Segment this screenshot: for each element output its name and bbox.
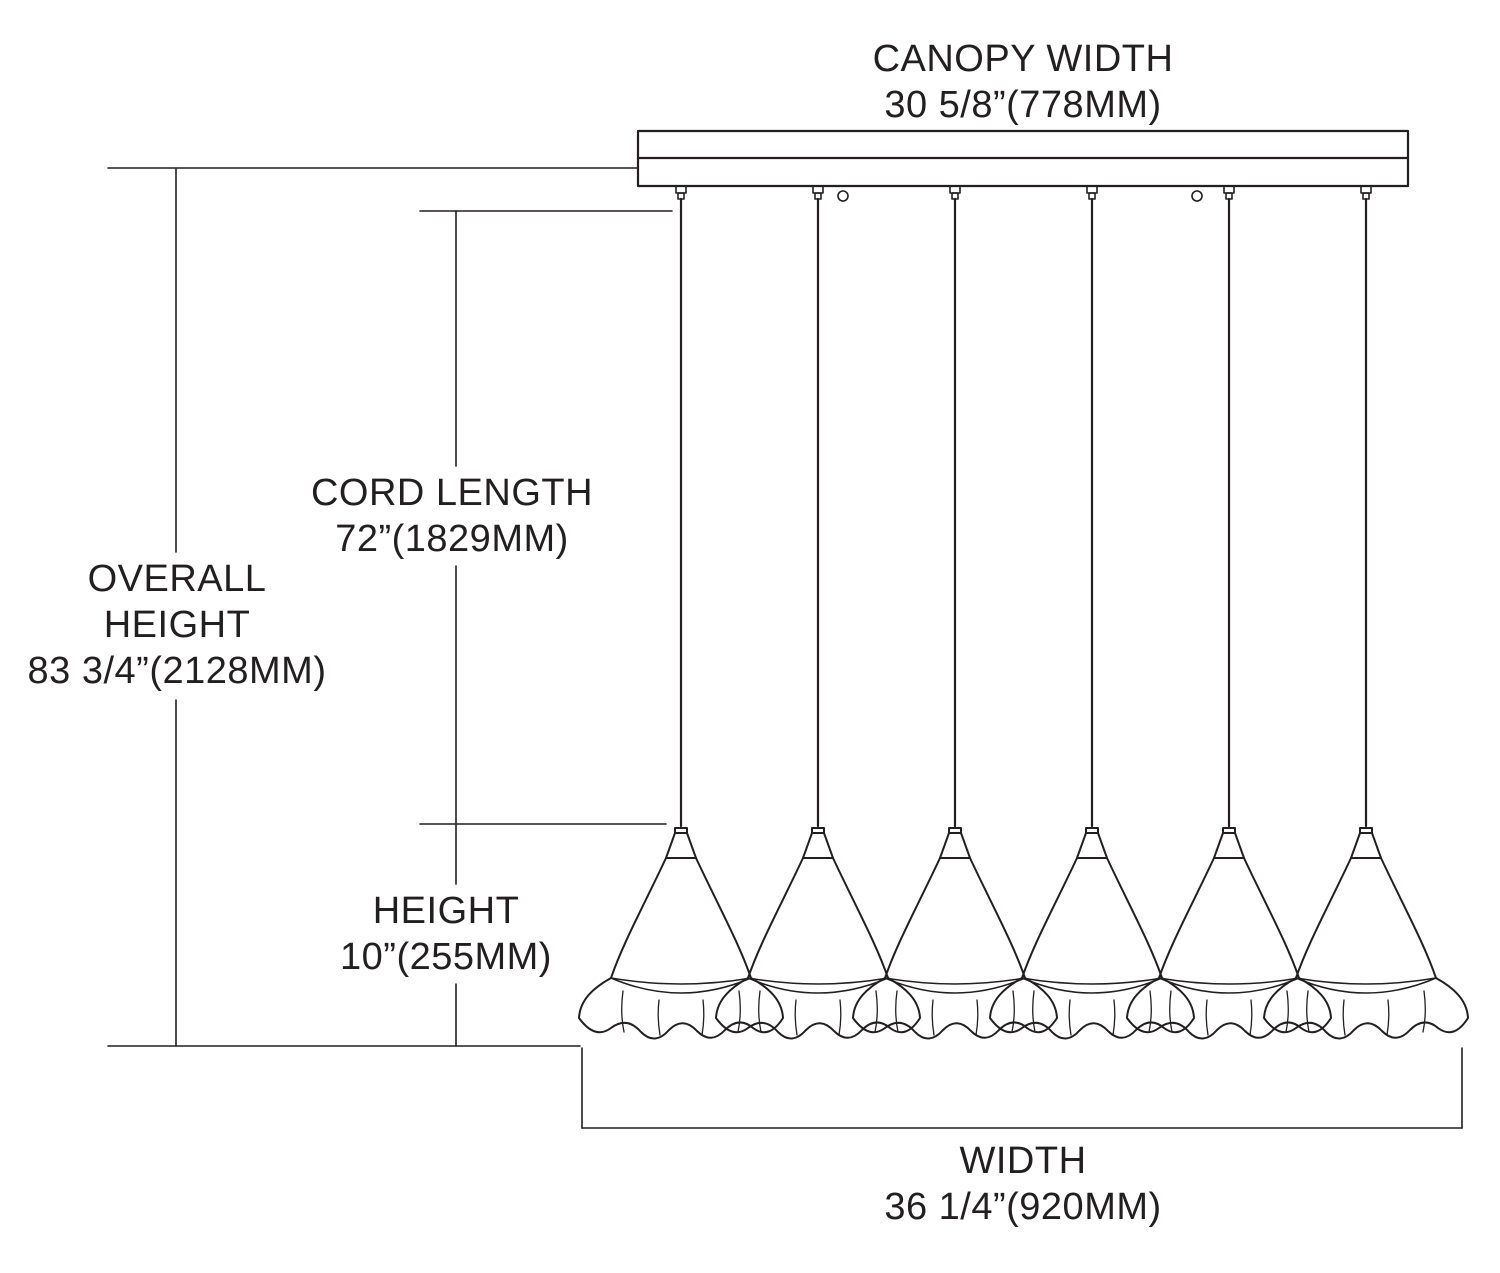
overall-height-label: OVERALL HEIGHT 83 3/4”(2128MM) [12,556,342,694]
height-value: 10”(255MM) [340,936,552,978]
height-title: HEIGHT [372,890,520,932]
canopy-screw [837,190,849,202]
pendant-shade [851,184,1059,1040]
canopy-bar [636,129,1410,202]
height-label: HEIGHT 10”(255MM) [246,888,646,980]
pendant-group [577,184,1470,1040]
cord-length-value: 72”(1829MM) [335,518,569,560]
canopy-width-title: CANOPY WIDTH [872,38,1174,80]
canopy-screw [1191,190,1203,202]
width-label: WIDTH 36 1/4”(920MM) [723,1138,1323,1230]
width-value: 36 1/4”(920MM) [884,1186,1162,1228]
overall-height-value: 83 3/4”(2128MM) [27,650,327,692]
pendant-shade [714,184,922,1040]
pendant-shade [1262,184,1470,1040]
width-title: WIDTH [959,1140,1087,1182]
cord-length-title: CORD LENGTH [310,472,594,514]
pendant-shade [1125,184,1333,1040]
canopy-width-label: CANOPY WIDTH 30 5/8”(778MM) [723,36,1323,128]
overall-height-title-line1: OVERALL [87,558,267,600]
pendant-shade [988,184,1196,1040]
cord-length-dim-lines [419,210,673,1047]
overall-height-dim-lines [107,167,639,1047]
canopy-width-value: 30 5/8”(778MM) [884,84,1162,126]
width-dim-lines [581,1047,1463,1129]
cord-length-label: CORD LENGTH 72”(1829MM) [252,470,652,562]
overall-height-title-line2: HEIGHT [103,604,251,646]
